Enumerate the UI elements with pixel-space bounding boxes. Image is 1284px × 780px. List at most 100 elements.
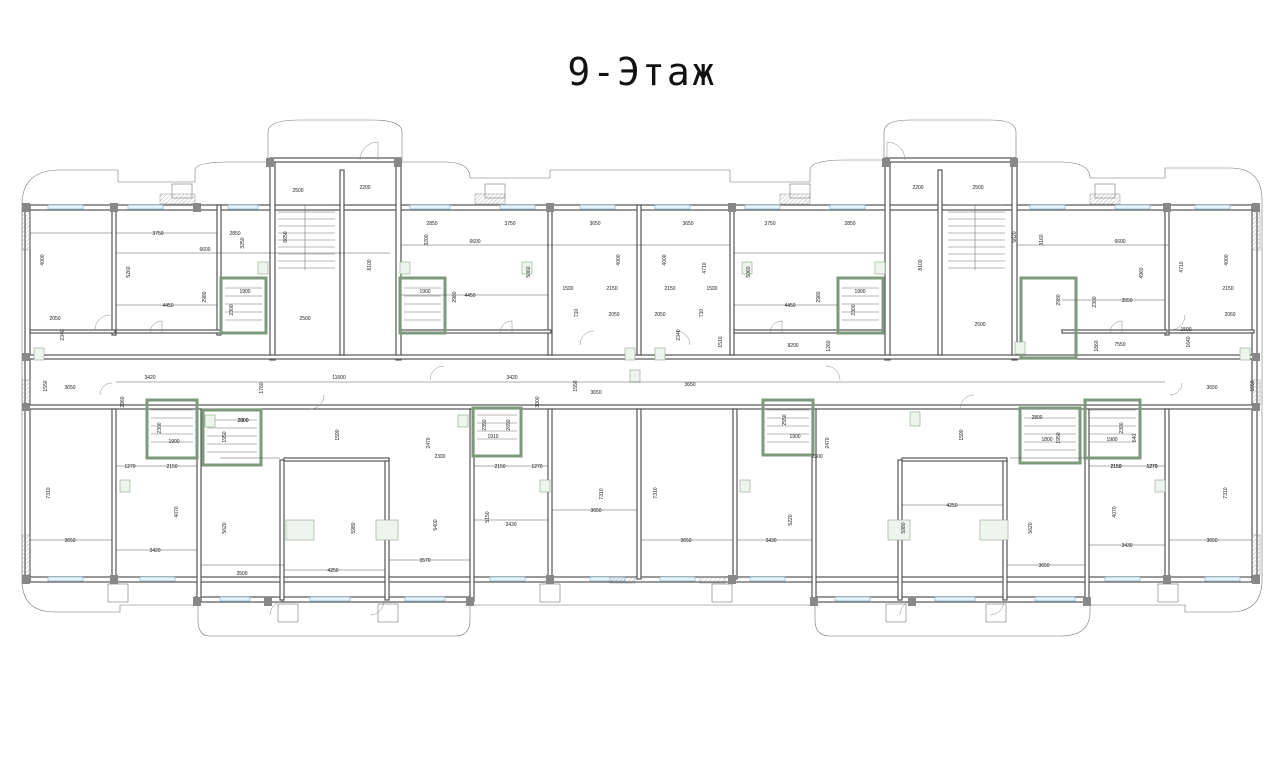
dimension-label: 710 bbox=[574, 309, 580, 318]
dimension-label: 6600 bbox=[1114, 239, 1125, 245]
hatched-walls bbox=[21, 193, 1261, 584]
dimension-label: 6600 bbox=[199, 247, 210, 253]
dimension-label: 1900 bbox=[419, 289, 430, 295]
dimension-label: 2500 bbox=[972, 185, 983, 191]
dimension-label: 4000 bbox=[1224, 254, 1230, 265]
dimension-label: 4450 bbox=[464, 293, 475, 299]
dimension-label: 3650 bbox=[590, 508, 601, 514]
dimension-label: 5260 bbox=[126, 266, 132, 277]
dimension-label: 2350 bbox=[482, 419, 488, 430]
dimension-label: 1550 bbox=[573, 380, 579, 391]
dimension-label: 4070 bbox=[1112, 506, 1118, 517]
dimension-label: 4450 bbox=[784, 303, 795, 309]
dimension-label: 2060 bbox=[1224, 312, 1235, 318]
dimension-label: 2500 bbox=[292, 188, 303, 194]
stair-flights bbox=[151, 204, 1136, 453]
dimension-label: 7310 bbox=[599, 488, 605, 499]
dimension-label: 1860 bbox=[1094, 340, 1100, 351]
dimension-label: 2150 bbox=[166, 464, 177, 470]
dimension-label: 3650 bbox=[1206, 538, 1217, 544]
columns bbox=[22, 158, 1260, 606]
dimension-label: 2200 bbox=[359, 185, 370, 191]
dimension-label: 5400 bbox=[433, 519, 439, 530]
dimension-label: 3550 bbox=[1121, 298, 1132, 304]
dimension-label: 2300 bbox=[851, 304, 857, 315]
dimension-label: 3420 bbox=[149, 548, 160, 554]
door-swings bbox=[94, 141, 1186, 616]
dimension-label: 5220 bbox=[788, 514, 794, 525]
dimension-label: 5620 bbox=[1012, 231, 1018, 242]
dimension-label: 2340 bbox=[60, 329, 66, 340]
dimension-label: 3650 bbox=[1206, 385, 1217, 391]
dimension-label: 3500 bbox=[236, 571, 247, 577]
interior-walls bbox=[24, 169, 1258, 602]
ventilation-shafts bbox=[33, 261, 1251, 541]
dimension-label: 2470 bbox=[825, 437, 831, 448]
dimension-label: 2650 bbox=[506, 419, 512, 430]
dimension-label: 7310 bbox=[46, 487, 52, 498]
dimension-label: 5980 bbox=[351, 522, 357, 533]
dimension-label: 2050 bbox=[654, 312, 665, 318]
dimension-label: 3160 bbox=[1039, 234, 1045, 245]
dimension-label: 8100 bbox=[367, 259, 373, 270]
dimension-label: 11600 bbox=[332, 375, 346, 381]
dimension-label: 1270 bbox=[124, 464, 135, 470]
dimension-label: 2980 bbox=[1056, 294, 1062, 305]
dimension-label: 1500 bbox=[706, 286, 717, 292]
dimension-label: 3000 bbox=[535, 396, 541, 407]
dimension-label: 2500 bbox=[299, 316, 310, 322]
dimension-label: 3750 bbox=[152, 231, 163, 237]
dimension-label: 4710 bbox=[1179, 261, 1185, 272]
dimension-label: 8100 bbox=[918, 259, 924, 270]
dimension-label: 2800 bbox=[237, 418, 248, 424]
dimension-label: 2800 bbox=[237, 418, 248, 424]
dimension-label: 3750 bbox=[504, 221, 515, 227]
dimension-label: 1270 bbox=[1146, 464, 1157, 470]
dimension-label: 2960 bbox=[120, 396, 126, 407]
dimension-label: 2300 bbox=[157, 422, 163, 433]
dimension-label: 2200 bbox=[912, 185, 923, 191]
dimension-label: 2470 bbox=[426, 437, 432, 448]
dimension-label: 3430 bbox=[765, 538, 776, 544]
dimension-label: 4710 bbox=[702, 262, 708, 273]
dimension-label: 1500 bbox=[1180, 327, 1191, 333]
dimension-label: 6650 bbox=[283, 231, 289, 242]
dimension-label: 3650 bbox=[64, 385, 75, 391]
dimension-label: 1590 bbox=[335, 429, 341, 440]
dimension-label: 3430 bbox=[505, 522, 516, 528]
dimension-label: 2300 bbox=[229, 304, 235, 315]
dimension-label: 640 bbox=[1132, 434, 1138, 443]
dimension-label: 6600 bbox=[469, 239, 480, 245]
dimension-label: 3750 bbox=[764, 221, 775, 227]
dimension-label: 1510 bbox=[718, 336, 724, 347]
dimension-label: 2300 bbox=[1092, 296, 1098, 307]
dimension-label: 3650 bbox=[682, 221, 693, 227]
dimension-label: 7310 bbox=[653, 487, 659, 498]
dimension-label: 2150 bbox=[664, 286, 675, 292]
dimension-label: 1900 bbox=[854, 289, 865, 295]
dimension-label: 3650 bbox=[684, 382, 695, 388]
dimension-label: 2850 bbox=[229, 231, 240, 237]
dimension-label: 2050 bbox=[49, 316, 60, 322]
dimension-label: 1260 bbox=[826, 340, 832, 351]
dimension-label: 4960 bbox=[1139, 267, 1145, 278]
dimension-label: 1900 bbox=[168, 439, 179, 445]
dimension-lines bbox=[30, 232, 1252, 571]
dimension-label: 2150 bbox=[1222, 286, 1233, 292]
dimension-label: 2500 bbox=[974, 322, 985, 328]
dimension-label: 7310 bbox=[1223, 487, 1229, 498]
dimension-label: 1270 bbox=[1146, 464, 1157, 470]
dimension-label: 3200 bbox=[424, 234, 430, 245]
stair-shafts bbox=[145, 276, 1142, 467]
dimension-label: 3250 bbox=[240, 237, 246, 248]
dimension-label: 7550 bbox=[1114, 342, 1125, 348]
dimension-label: 710 bbox=[699, 309, 705, 318]
dimension-label: 1640 bbox=[1186, 336, 1192, 347]
dimension-label: 2980 bbox=[202, 291, 208, 302]
dimension-label: 1950 bbox=[1056, 432, 1062, 443]
dimension-label: 8200 bbox=[787, 343, 798, 349]
dimension-label: 5150 bbox=[485, 511, 491, 522]
dimension-label: 2300 bbox=[1119, 422, 1125, 433]
dimension-label: 1900 bbox=[1106, 437, 1117, 443]
